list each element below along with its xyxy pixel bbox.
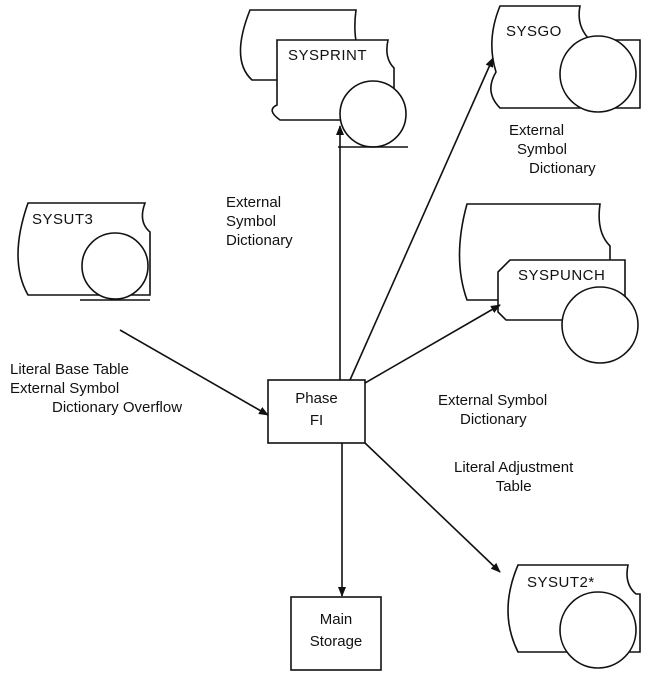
sysgo-flow-label: External Symbol Dictionary: [509, 121, 596, 178]
syspunch-device: [458, 203, 639, 364]
sysut3-flow-line: Dictionary Overflow: [52, 399, 183, 416]
sysprint-reel: [339, 80, 407, 148]
storage-line2: Storage: [309, 633, 363, 650]
sysprint-flow-line: Dictionary: [226, 232, 293, 249]
sysprint-flow-line: Symbol: [226, 213, 277, 230]
arrow-to-sysgo: [349, 57, 494, 381]
sysgo-reel: [559, 35, 637, 113]
sysut3-reel: [81, 232, 149, 300]
sysprint-label: SYSPRINT: [288, 47, 368, 64]
sysprint-flow-label: External Symbol Dictionary: [226, 193, 293, 250]
sysut2-flow-label: Literal Adjustment Table: [454, 458, 573, 496]
sysgo-flow-line: External: [509, 122, 565, 139]
syspunch-flow-line: Dictionary: [460, 411, 527, 428]
arrow-from-sysut3: [119, 329, 269, 416]
syspunch-flow-line: External Symbol: [438, 392, 548, 409]
syspunch-label: SYSPUNCH: [518, 267, 606, 284]
sysprint-device: [239, 9, 408, 148]
phase-text: Phase FI: [268, 388, 365, 432]
sysut3-device: [17, 202, 151, 301]
arrow-to-sysut2: [364, 442, 501, 573]
sysut3-flow-label: Literal Base Table External Symbol Dicti…: [10, 360, 182, 417]
sysut2-flow-line: Table: [495, 478, 532, 495]
sysgo-device: [490, 5, 641, 113]
phase-line1: Phase: [295, 390, 338, 407]
sysgo-flow-line: Dictionary: [529, 160, 596, 177]
sysut2-flow-line: Literal Adjustment: [454, 459, 574, 476]
phase-box: [267, 379, 366, 444]
sysgo-label: SYSGO: [506, 23, 562, 40]
sysut3-flow-line: Literal Base Table: [10, 361, 129, 378]
syspunch-flow-label: External Symbol Dictionary: [438, 391, 547, 429]
sysut3-flow-line: External Symbol: [10, 380, 120, 397]
storage-line1: Main: [319, 611, 353, 628]
syspunch-reel: [561, 286, 639, 364]
sysut2-label: SYSUT2*: [527, 574, 595, 591]
sysut2-device: [507, 564, 641, 669]
main-storage-box: [290, 596, 382, 671]
arrow-to-syspunch: [364, 304, 501, 384]
sysgo-flow-line: Symbol: [517, 141, 568, 158]
main-storage-text: Main Storage: [291, 609, 381, 653]
sysut3-label: SYSUT3: [32, 211, 94, 228]
phase-line2: FI: [309, 412, 324, 429]
sysut2-reel: [559, 591, 637, 669]
sysprint-flow-line: External: [226, 194, 282, 211]
